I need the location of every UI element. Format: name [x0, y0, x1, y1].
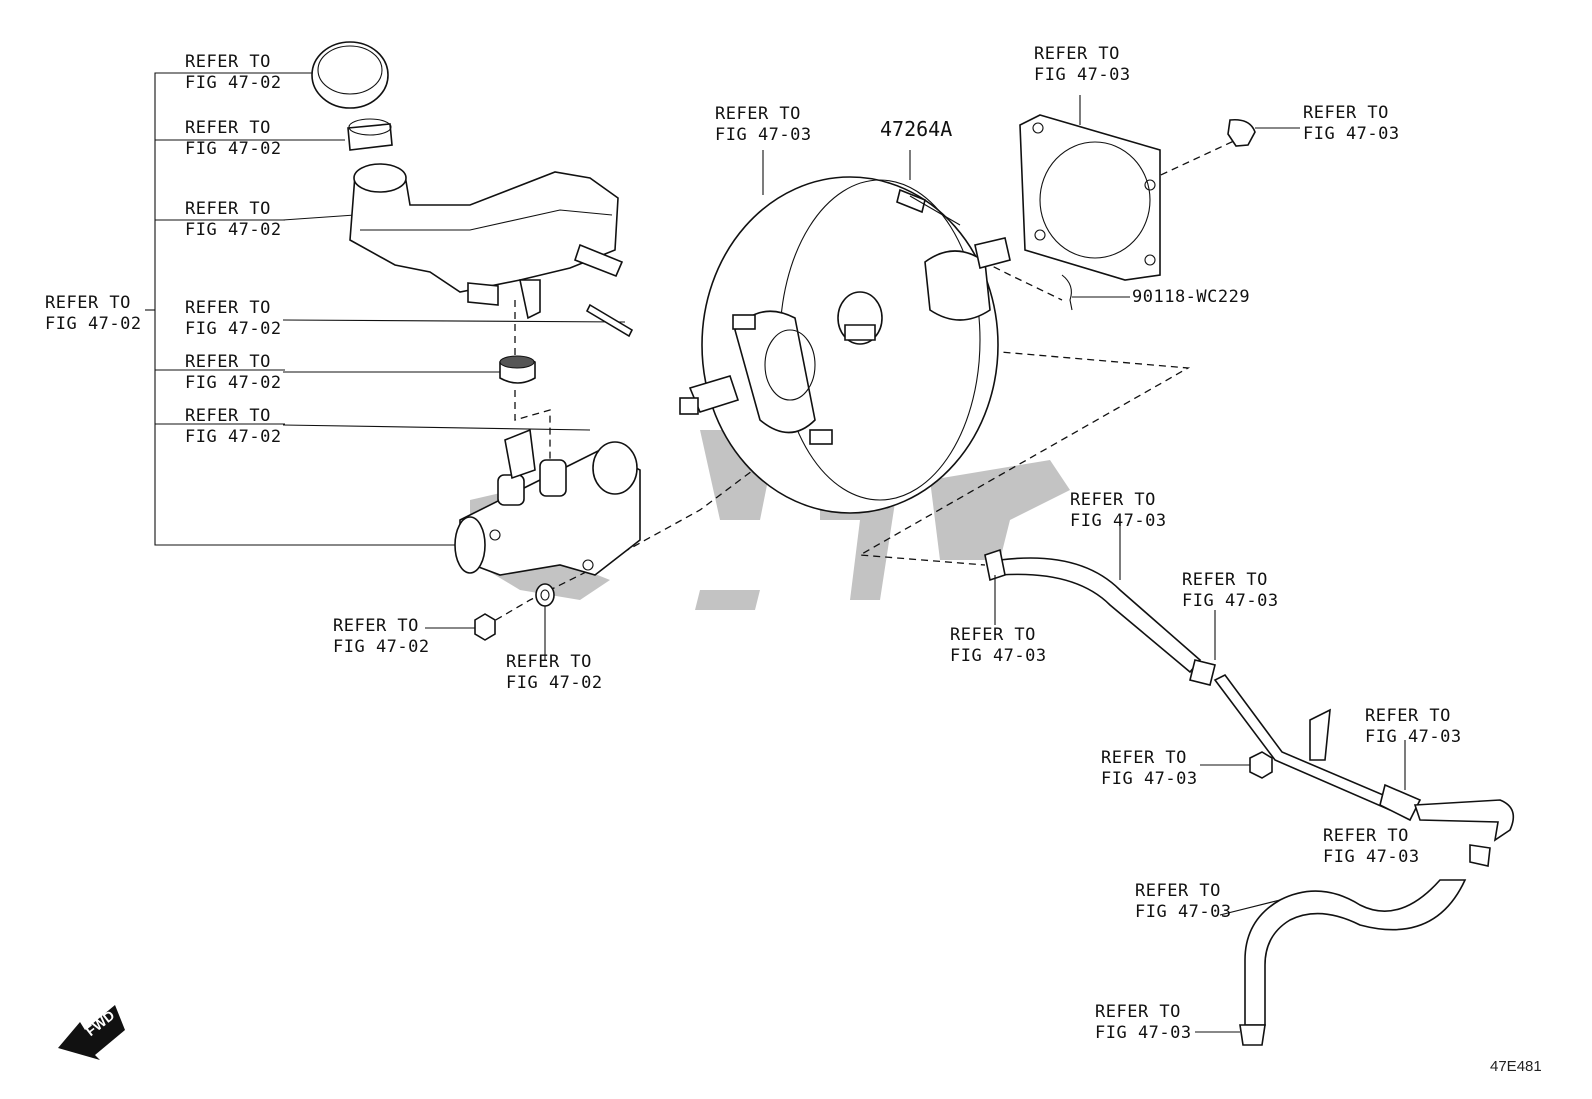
lower-clamp-bottom [1195, 1024, 1266, 1046]
mc-group-bracket [145, 72, 460, 546]
callout-lower-clamp-bottom: REFER TO FIG 47-03 [1095, 1002, 1192, 1043]
mc-washer [535, 583, 555, 607]
callout-mc-cylinder: REFER TO FIG 47-02 [185, 406, 282, 447]
hose-clamp-mid [1189, 610, 1216, 686]
booster-leaders [762, 150, 911, 195]
clip-90118-wc229 [1061, 274, 1130, 311]
mc-nut [474, 613, 496, 641]
callout-mc-reservoir: REFER TO FIG 47-02 [185, 199, 282, 240]
grommet [499, 355, 536, 384]
callout-booster-nut: REFER TO FIG 47-03 [1303, 103, 1400, 144]
brake-booster [679, 176, 1011, 514]
master-cylinder [454, 428, 641, 576]
callout-lower-clamp-right: REFER TO FIG 47-03 [1323, 826, 1420, 867]
callout-pipe-bracket: REFER TO FIG 47-03 [1365, 706, 1462, 747]
callout-booster-gasket: REFER TO FIG 47-03 [1034, 44, 1131, 85]
callout-mc-washer: REFER TO FIG 47-02 [506, 652, 603, 693]
callout-mc-group: REFER TO FIG 47-02 [45, 293, 142, 334]
callout-pipe-nut: REFER TO FIG 47-03 [1101, 748, 1198, 789]
figure-code: 47E481 [1490, 1058, 1542, 1075]
callout-booster: REFER TO FIG 47-03 [715, 104, 812, 145]
vacuum-hose-upper [984, 525, 1202, 674]
callout-hose-clamp-left: REFER TO FIG 47-03 [950, 625, 1047, 666]
booster-nut [1227, 118, 1300, 147]
pin [585, 303, 634, 338]
callout-mc-grommet: REFER TO FIG 47-02 [185, 352, 282, 393]
callout-mc-strainer: REFER TO FIG 47-02 [185, 118, 282, 159]
clevis-pin-47264a [896, 188, 961, 226]
callout-lower-hose: REFER TO FIG 47-03 [1135, 881, 1232, 922]
callout-mc-cap: REFER TO FIG 47-02 [185, 52, 282, 93]
callout-mc-pin: REFER TO FIG 47-02 [185, 298, 282, 339]
brake-reservoir [349, 163, 624, 320]
booster-gasket [1019, 95, 1161, 281]
callout-hose-clamp-mid: REFER TO FIG 47-03 [1182, 570, 1279, 611]
reservoir-cap [311, 41, 389, 109]
reservoir-strainer [347, 118, 393, 151]
fwd-arrow [58, 1005, 125, 1060]
lower-clamp-right [1469, 844, 1491, 867]
lower-hose [1219, 879, 1467, 1026]
vacuum-pipe [1213, 673, 1515, 842]
callout-mc-nut: REFER TO FIG 47-02 [333, 616, 430, 657]
part-number-90118-wc229: 90118-WC229 [1132, 287, 1251, 307]
callout-hose-upper: REFER TO FIG 47-03 [1070, 490, 1167, 531]
pipe-nut [1200, 751, 1273, 779]
part-number-47264a: 47264A [880, 117, 953, 141]
